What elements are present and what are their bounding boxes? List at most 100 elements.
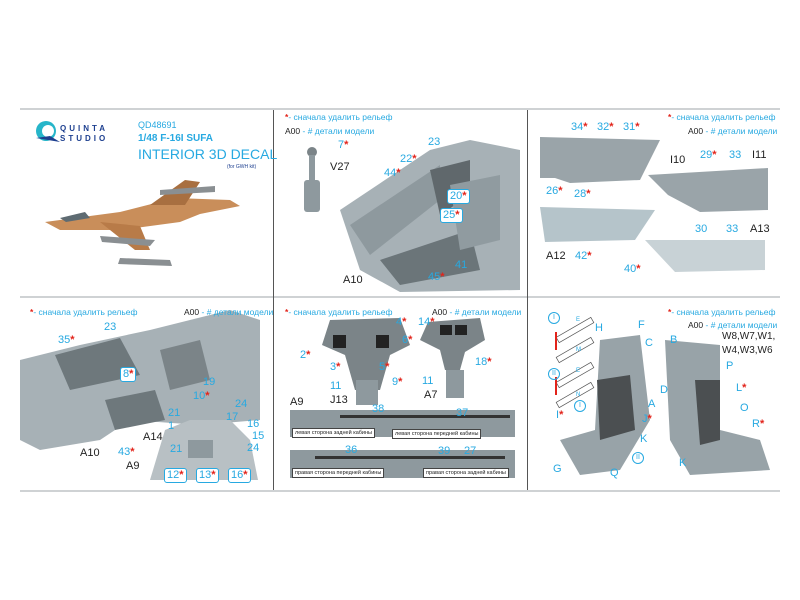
control-stick-v27 [304, 147, 320, 212]
callout-h: H [595, 322, 603, 334]
callout-r: R* [752, 418, 765, 430]
callout-w4-w3-w6: W4,W3,W6 [722, 345, 773, 356]
callout-41: 41 [455, 259, 468, 271]
callout-w8-w7-w1: W8,W7,W1, [722, 331, 776, 342]
callout-10: 10* [193, 390, 210, 402]
console-i11 [648, 168, 768, 212]
callout-43: 43* [118, 446, 135, 458]
legend-part: A00 - # детали модели [432, 307, 522, 317]
callout-22: 22* [400, 153, 417, 165]
callout-36: 36 [345, 444, 358, 456]
callout-40: 40* [624, 263, 641, 275]
callout-25: 25* [440, 208, 463, 223]
callout-d: D [660, 384, 668, 396]
front-instrument-panel-j13 [322, 318, 410, 405]
product-title: INTERIOR 3D DECAL [138, 146, 278, 162]
ejection-seat-side-view [665, 340, 770, 475]
step-letter-m: M [576, 347, 581, 353]
label-left-rear-cockpit: левая сторона задней кабины [292, 428, 375, 438]
brand-name: QUINTA STUDIO [60, 124, 108, 144]
kit-note: (for GWH kit) [227, 164, 257, 170]
console-a12 [540, 207, 655, 242]
ejection-seat-front-view [560, 335, 650, 475]
callout-16b: 16* [228, 468, 251, 483]
callout-o: O [740, 402, 749, 414]
callout-24b: 24 [247, 442, 260, 454]
brand-line-1: QUINTA [60, 124, 109, 133]
callout-g: G [553, 463, 562, 475]
legend-part: A00 - # детали модели [184, 307, 274, 317]
label-right-front-cockpit: правая сторона передней кабины [292, 468, 385, 478]
callout-24: 24 [235, 398, 248, 410]
cockpit-tub-a10 [340, 140, 520, 292]
panel-top-rule [20, 108, 780, 110]
panel-mid-rule [20, 296, 780, 298]
callout-a10: A10 [80, 447, 100, 459]
callout-a: A [648, 398, 656, 410]
canopy-frame-a9 [150, 420, 258, 480]
console-i10 [540, 137, 660, 183]
callout-a14: A14 [143, 431, 163, 443]
callout-2: 2* [300, 349, 311, 361]
callout-j: J* [642, 413, 652, 425]
callout-9: 9* [392, 376, 403, 388]
callout-13: 13* [196, 468, 219, 483]
callout-18: 18* [475, 356, 492, 368]
callout-29: 29* [700, 149, 717, 161]
callout-11b: 11 [422, 375, 434, 387]
callout-35: 35* [58, 334, 75, 346]
callout-27: 27 [464, 445, 477, 457]
callout-f: F [638, 319, 645, 331]
callout-17: 17 [226, 411, 239, 423]
callout-4: 4* [396, 316, 407, 328]
callout-33: 33 [729, 149, 742, 161]
callout-45: 45* [428, 271, 445, 283]
legend-relief: *- сначала удалить рельеф [285, 112, 393, 122]
quinta-logo-icon [36, 121, 60, 142]
harness-step-diagrams [555, 316, 595, 409]
callout-23: 23 [428, 136, 441, 148]
callout-a12: A12 [546, 250, 566, 262]
callout-11: 11 [330, 380, 342, 392]
panel-divider [527, 110, 528, 490]
step-1-seat-marker: I [574, 400, 586, 412]
model-title: 1/48 F-16I SUFA [138, 133, 214, 144]
callout-42: 42* [575, 250, 592, 262]
brand-line-2: STUDIO [60, 134, 109, 143]
f16i-aircraft-image [45, 180, 240, 266]
callout-16: 16 [247, 418, 260, 430]
product-code: QD48691 [138, 120, 177, 130]
step-letter-e: E [576, 317, 581, 323]
callout-a10: A10 [343, 274, 363, 286]
panel-bottom-rule [20, 490, 780, 492]
callout-39: 39 [438, 445, 451, 457]
legend-relief: *- сначала удалить рельеф [30, 307, 138, 317]
callout-19: 19 [203, 376, 216, 388]
callout-12: 12* [164, 468, 187, 483]
callout-p: P [726, 360, 734, 372]
step-2-seat-marker: II [632, 452, 644, 464]
callout-6: 6* [402, 334, 413, 346]
callout-k-side: K [679, 457, 687, 469]
callout-1: 1 [168, 420, 175, 432]
legend-part: A00 - # детали модели [285, 126, 375, 136]
callout-3: 3* [330, 361, 341, 373]
callout-38: 38 [372, 403, 385, 415]
step-1-marker: I [548, 312, 560, 324]
callout-30: 30 [695, 223, 708, 235]
callout-i10: I10 [670, 154, 686, 166]
label-left-front-cockpit: левая сторона передней кабины [392, 429, 482, 439]
callout-21: 21 [168, 407, 181, 419]
legend-part: A00 - # детали модели [688, 320, 778, 330]
callout-26: 26* [546, 185, 563, 197]
step-letter-e: E [576, 368, 581, 374]
callout-k: K [640, 433, 648, 445]
callout-21b: 21 [170, 443, 183, 455]
legend-relief: *- сначала удалить рельеф [668, 112, 776, 122]
step-2-marker: II [548, 368, 560, 380]
callout-a7: A7 [424, 389, 438, 401]
callout-b: B [670, 334, 678, 346]
callout-34: 34* [571, 121, 588, 133]
label-right-rear-cockpit: правая сторона задней кабины [423, 468, 509, 478]
